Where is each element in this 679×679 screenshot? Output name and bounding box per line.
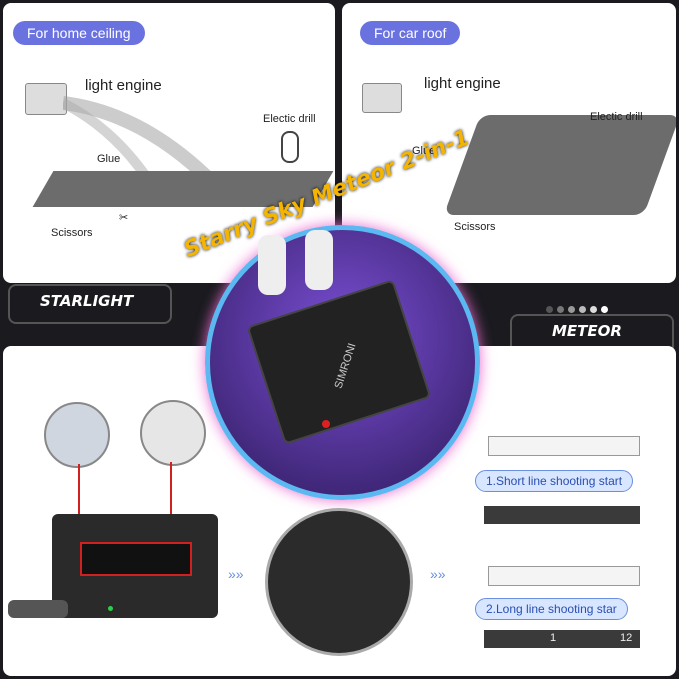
light-engine-icon — [362, 83, 402, 113]
car-roof-board — [443, 115, 676, 215]
arrow-icon: »» — [430, 566, 446, 582]
long-line-start: 1 — [550, 632, 557, 644]
connector-line — [78, 464, 80, 544]
home-ceiling-pill: For home ceiling — [13, 21, 145, 45]
light-engine-label: light engine — [424, 75, 501, 92]
starlight-tab-frame — [8, 284, 172, 324]
home-ceiling-panel: For home ceiling light engine Electic dr… — [3, 3, 335, 283]
fiber-caps-photo — [140, 400, 206, 466]
long-line-label: 2.Long line shooting star — [475, 598, 628, 620]
glue-label: Glue — [97, 153, 121, 165]
drill-label: Electic drill — [263, 113, 316, 125]
drill-icon — [281, 131, 299, 163]
scissors-label: Scissors — [454, 221, 496, 233]
meteor-led-strip-bottom — [488, 566, 640, 586]
drill-label: Electic drill — [590, 111, 643, 123]
port-zoom-circle — [265, 508, 413, 656]
device-port-right — [305, 230, 333, 290]
arrow-icon: »» — [228, 566, 244, 582]
scissors-icon: ✂ — [119, 212, 129, 224]
car-roof-pill: For car roof — [360, 21, 461, 45]
light-engine-label: light engine — [85, 77, 162, 94]
short-line-strip — [484, 506, 640, 524]
connector-line — [170, 462, 172, 542]
long-line-end: 12 — [620, 632, 633, 644]
light-engine-icon — [25, 83, 67, 115]
glue-label: Glue — [412, 145, 436, 157]
status-led — [108, 606, 113, 611]
power-cable — [8, 600, 68, 618]
short-line-label: 1.Short line shooting start — [475, 470, 634, 492]
device-port-left — [258, 235, 286, 295]
meteor-led-strip-top — [488, 436, 640, 456]
meteor-tab: METEOR — [552, 322, 622, 340]
fiber-output-grid — [80, 542, 192, 576]
scissors-label: Scissors — [51, 227, 93, 239]
device-status-led — [322, 420, 330, 428]
fiber-bundle-photo — [44, 402, 110, 468]
starlight-tab: STARLIGHT — [40, 292, 134, 310]
long-line-strip — [484, 630, 640, 648]
progress-dots — [542, 300, 608, 318]
